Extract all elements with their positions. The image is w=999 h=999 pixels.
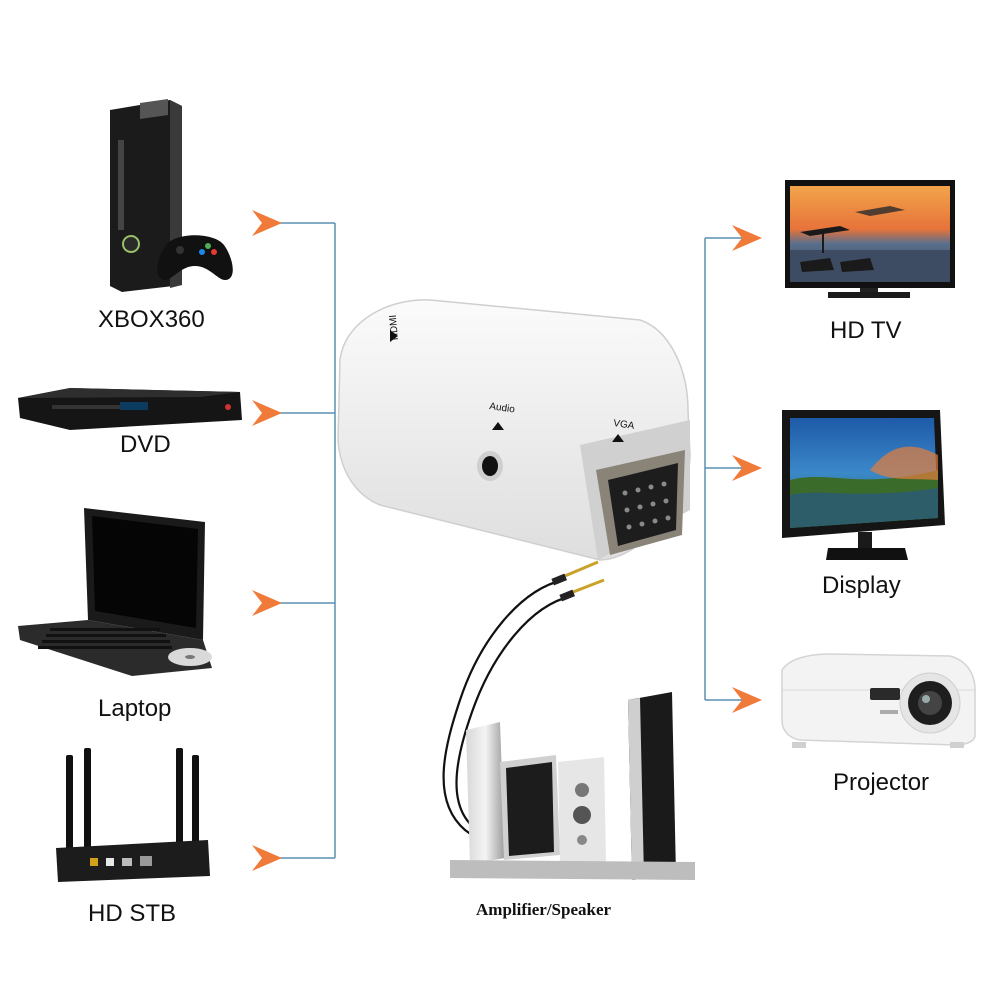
source-label-laptop: Laptop [98,695,172,722]
game-console-icon [110,99,233,292]
monitor-icon [782,410,945,560]
source-label-xbox: XBOX360 [98,306,205,333]
left-connector-lines [262,222,336,859]
tv-icon [785,180,955,298]
output-label-hdtv: HD TV [830,317,902,344]
hdmi-port-label: HDMI [388,314,401,340]
source-label-dvd: DVD [120,431,171,458]
output-label-projector: Projector [833,769,930,796]
laptop-icon [18,508,212,676]
audio-plug-icon [551,560,605,602]
speaker-system-icon [450,692,695,880]
vga-port-label: VGA [613,418,636,432]
dvd-player-icon [18,388,242,430]
source-label-stb: HD STB [88,900,177,927]
hdmi-to-vga-adapter-icon [337,299,691,561]
arrow-icon [252,210,762,871]
adapter-port-labels: HDMI Audio VGA [388,314,636,432]
audio-output-label: Amplifier/Speaker [476,900,612,919]
audio-port-label: Audio [489,401,516,416]
projector-icon [781,653,976,748]
set-top-box-icon [56,748,210,882]
output-label-display: Display [822,572,901,599]
